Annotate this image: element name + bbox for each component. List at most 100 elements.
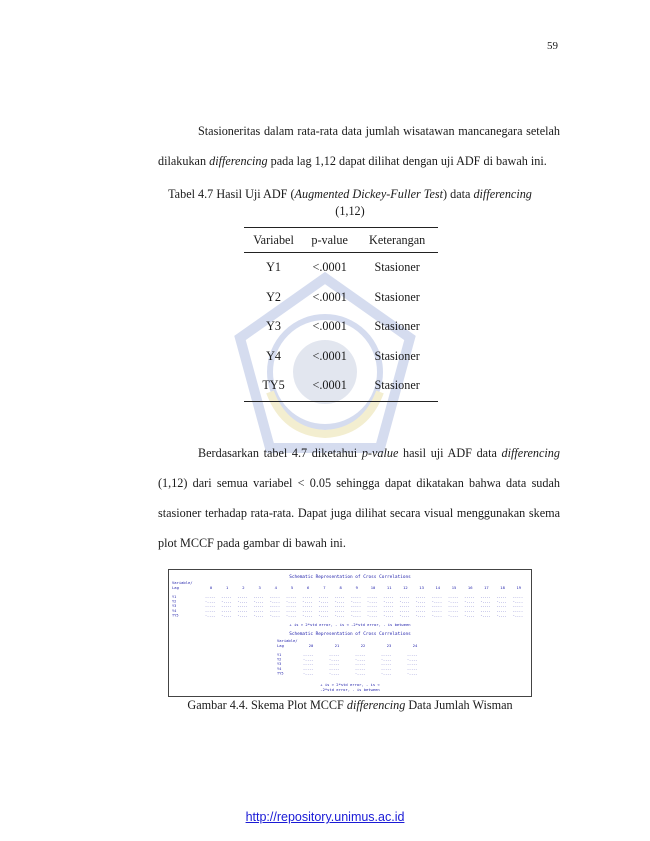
correlation-cell: -.... <box>286 600 296 604</box>
variable-name: Y1 <box>172 595 176 599</box>
correlation-cell: -.... <box>448 600 458 604</box>
correlation-cell: -.... <box>205 613 215 617</box>
table-row: Y1 <.0001 Stasioner <box>244 253 438 283</box>
correlation-cell: -.... <box>464 595 474 599</box>
correlation-cell: -.... <box>367 609 377 613</box>
figure-title-2: Schematic Representation of Cross Correl… <box>289 631 411 637</box>
correlation-cell-2: -.... <box>407 667 417 671</box>
figure-caption-italic: differencing <box>346 698 406 712</box>
correlation-cell-2: -.... <box>407 658 417 662</box>
lag-number-2: 21 <box>335 643 340 648</box>
correlation-cell: -.... <box>351 595 361 599</box>
correlation-cell: -.... <box>302 609 312 613</box>
correlation-cell-2: -.... <box>329 671 339 675</box>
table-cell: <.0001 <box>312 348 347 363</box>
correlation-cell: -.... <box>399 613 409 617</box>
variable-name-2: Y2 <box>277 658 281 662</box>
lag-number: 1 <box>226 585 229 590</box>
variable-name: Y4 <box>172 609 176 613</box>
correlation-cell: -.... <box>270 609 280 613</box>
correlation-cell-2: -.... <box>329 653 339 657</box>
lag-number: 19 <box>517 585 522 590</box>
correlation-cell-2: -.... <box>381 653 391 657</box>
table-cell: Stasioner <box>374 348 420 363</box>
correlation-cell: -.... <box>270 595 280 599</box>
correlation-cell-2: -.... <box>303 653 313 657</box>
correlation-cell: -.... <box>432 613 442 617</box>
column-header: Keterangan <box>356 227 438 253</box>
lag-number: 0 <box>210 585 213 590</box>
variable-name-2: Y3 <box>277 662 281 666</box>
correlation-cell: -.... <box>335 600 345 604</box>
correlation-cell: -.... <box>432 604 442 608</box>
variable-label: Variable/ <box>172 580 193 585</box>
column-header: Variabel <box>244 227 304 253</box>
variable-name-2: Y4 <box>277 667 281 671</box>
analysis-italic-1: p-value <box>361 446 399 460</box>
table-row: Y3 <.0001 Stasioner <box>244 312 438 342</box>
correlation-cell: -.... <box>399 600 409 604</box>
column-header: p-value <box>303 227 357 253</box>
correlation-cell: -.... <box>286 595 296 599</box>
correlation-cell: -.... <box>254 600 264 604</box>
correlation-cell: -.... <box>399 604 409 608</box>
correlation-cell: -.... <box>286 604 296 608</box>
repository-link[interactable]: http://repository.unimus.ac.id <box>245 810 405 824</box>
correlation-cell-2: -.... <box>355 667 365 671</box>
correlation-cell: -.... <box>497 604 507 608</box>
correlation-cell-2: -.... <box>329 658 339 662</box>
correlation-cell: -.... <box>432 600 442 604</box>
lag-label: Lag <box>172 585 179 590</box>
lag-number: 17 <box>484 585 489 590</box>
table-caption-mid: ) data <box>443 187 474 201</box>
correlation-cell: -.... <box>286 613 296 617</box>
correlation-cell: -.... <box>302 613 312 617</box>
lag-number: 4 <box>275 585 278 590</box>
variable-name-2: TY5 <box>277 671 284 675</box>
correlation-cell: -.... <box>367 613 377 617</box>
correlation-cell: -.... <box>318 609 328 613</box>
correlation-cell-2: -.... <box>407 671 417 675</box>
table-cell: <.0001 <box>312 260 347 275</box>
mccf-schematic-figure: Schematic Representation of Cross Correl… <box>168 569 532 697</box>
variable-name: Y2 <box>172 600 176 604</box>
correlation-cell: -.... <box>254 595 264 599</box>
lag-number-2: 20 <box>309 643 314 648</box>
correlation-cell: -.... <box>221 595 231 599</box>
table-cell: Stasioner <box>374 289 420 304</box>
variable-label-2: Variable/ <box>277 638 298 643</box>
correlation-cell: -.... <box>513 600 523 604</box>
lag-number: 14 <box>436 585 441 590</box>
correlation-cell: -.... <box>254 609 264 613</box>
analysis-italic-2: differencing <box>501 446 560 460</box>
correlation-cell-2: -.... <box>381 671 391 675</box>
correlation-cell: -.... <box>318 604 328 608</box>
correlation-cell: -.... <box>351 604 361 608</box>
correlation-cell: -.... <box>497 595 507 599</box>
table-header-row: Variabel p-value Keterangan <box>244 227 438 253</box>
correlation-cell: -.... <box>448 613 458 617</box>
correlation-cell: -.... <box>399 609 409 613</box>
correlation-cell: -.... <box>416 613 426 617</box>
correlation-cell-2: -.... <box>355 653 365 657</box>
lag-number: 16 <box>468 585 473 590</box>
correlation-cell: -.... <box>399 595 409 599</box>
correlation-cell: -.... <box>432 595 442 599</box>
correlation-cell: -.... <box>205 600 215 604</box>
figure-caption-suffix: Data Jumlah Wisman <box>405 698 513 712</box>
correlation-cell: -.... <box>480 609 490 613</box>
correlation-cell: -.... <box>464 609 474 613</box>
lag-number: 2 <box>242 585 244 590</box>
correlation-cell: -.... <box>464 604 474 608</box>
correlation-cell-2: -.... <box>329 662 339 666</box>
correlation-cell: -.... <box>237 609 247 613</box>
analysis-text-1: Berdasarkan tabel 4.7 diketahui <box>198 446 362 460</box>
figure-legend-2a: + is > 2*std error, - is < <box>320 682 380 687</box>
table-cell: <.0001 <box>312 289 347 304</box>
figure-legend: + is > 2*std error, - is < -2*std error,… <box>289 622 410 627</box>
correlation-cell-2: -.... <box>303 671 313 675</box>
analysis-text-2: hasil uji ADF data <box>398 446 502 460</box>
correlation-cell: -.... <box>351 613 361 617</box>
correlation-cell: -.... <box>432 609 442 613</box>
